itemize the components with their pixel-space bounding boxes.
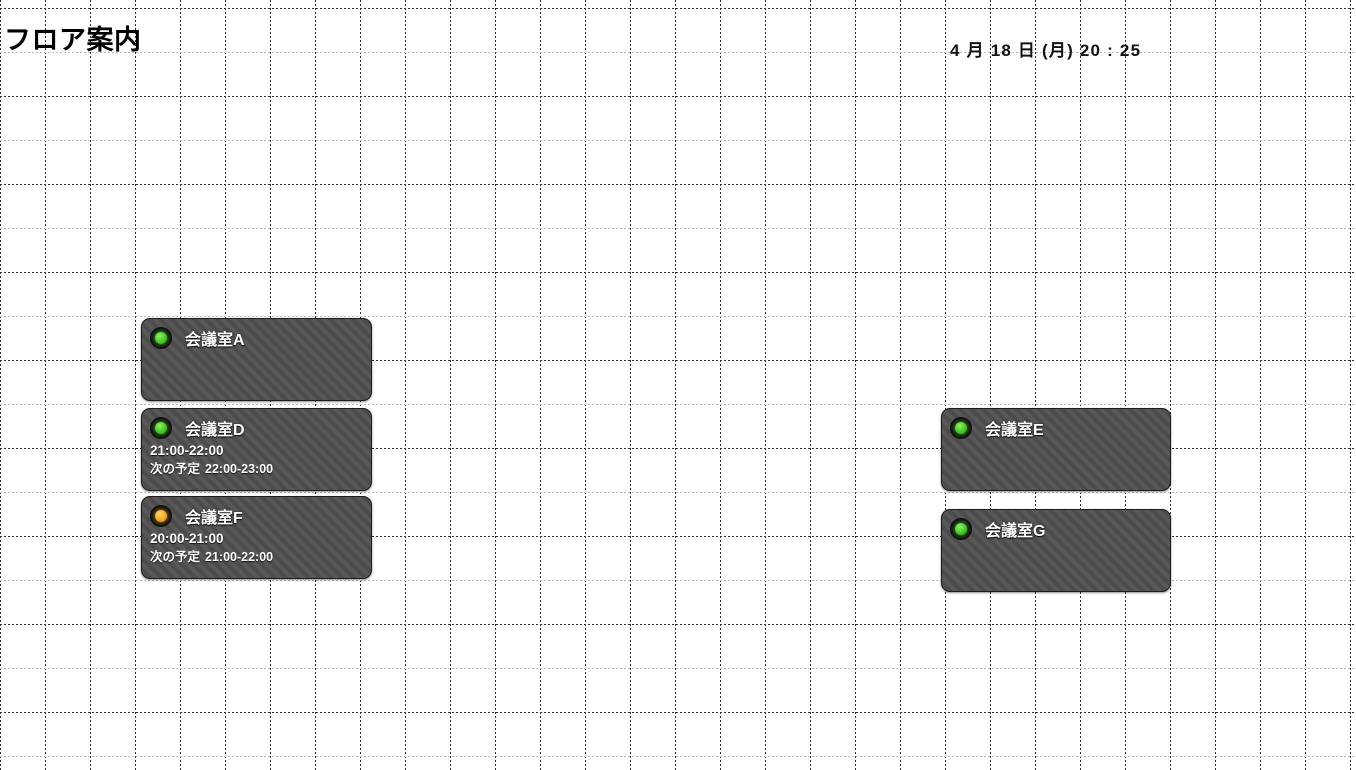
room-card-header: 会議室E [950,416,1044,440]
current-slot: 21:00-22:00 [150,443,224,458]
status-led-available-icon [950,518,972,540]
room-card-header: 会議室F [150,504,243,528]
status-led-bulb [155,422,167,434]
room-name: 会議室D [185,422,245,439]
room-card[interactable]: 会議室G [941,509,1171,592]
room-schedule: 20:00-21:00 次の予定 21:00-22:00 [150,530,273,566]
next-slot-time: 22:00-23:00 [205,462,274,476]
current-slot: 20:00-21:00 [150,531,224,546]
page-title: フロア案内 [4,25,142,55]
status-led-available-icon [950,417,972,439]
room-card-header: 会議室D [150,416,245,440]
status-led-bulb [955,523,967,535]
room-card[interactable]: 会議室A [141,318,372,401]
next-slot: 次の予定 21:00-22:00 [150,549,273,566]
room-card[interactable]: 会議室D 21:00-22:00 次の予定 22:00-23:00 [141,408,372,491]
next-slot-label: 次の予定 [150,462,201,476]
room-card-header: 会議室G [950,517,1045,541]
room-name: 会議室G [985,523,1046,540]
room-name: 会議室F [185,510,243,527]
next-slot: 次の予定 22:00-23:00 [150,461,273,478]
next-slot-time: 21:00-22:00 [205,550,274,564]
status-led-available-icon [150,327,172,349]
status-led-in-use-icon [150,505,172,527]
room-card[interactable]: 会議室E [941,408,1171,491]
room-card-header: 会議室A [150,326,245,350]
room-name: 会議室A [185,332,245,349]
status-led-bulb [955,422,967,434]
status-led-available-icon [150,417,172,439]
next-slot-label: 次の予定 [150,550,201,564]
status-led-bulb [155,510,167,522]
room-name: 会議室E [985,422,1044,439]
current-datetime: 4 月 18 日 (月) 20 : 25 [950,41,1142,60]
status-led-bulb [155,332,167,344]
room-card[interactable]: 会議室F 20:00-21:00 次の予定 21:00-22:00 [141,496,372,579]
room-schedule: 21:00-22:00 次の予定 22:00-23:00 [150,442,273,478]
